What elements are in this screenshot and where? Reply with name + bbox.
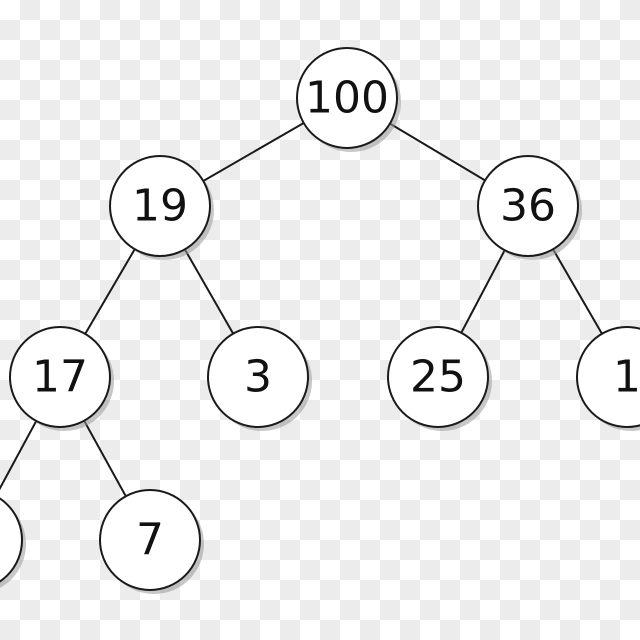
node-label: 17	[32, 352, 88, 403]
tree-node-n25: 25	[387, 326, 492, 431]
node-label: 3	[244, 352, 272, 403]
tree-node-n2	[0, 497, 26, 588]
node-circle	[9, 326, 111, 428]
tree-node-n19: 19	[109, 155, 214, 260]
node-circle	[99, 489, 201, 591]
node-label: 7	[136, 515, 164, 566]
tree-node-n1: 1	[576, 326, 640, 431]
node-circle	[0, 497, 23, 583]
node-circle	[477, 155, 579, 257]
node-circle	[296, 47, 398, 149]
node-circle	[387, 326, 489, 428]
node-circle	[207, 326, 309, 428]
node-label: 100	[305, 73, 389, 124]
tree-node-n100: 100	[296, 47, 401, 152]
node-label: 19	[132, 181, 188, 232]
node-circle	[109, 155, 211, 257]
node-label: 25	[410, 352, 466, 403]
tree-node-n17: 17	[9, 326, 114, 431]
tree-node-n7: 7	[99, 489, 204, 594]
node-circle	[576, 326, 640, 428]
node-label: 1	[613, 352, 640, 403]
tree-node-n3: 3	[207, 326, 312, 431]
node-label: 36	[500, 181, 556, 232]
tree-node-n36: 36	[477, 155, 582, 260]
